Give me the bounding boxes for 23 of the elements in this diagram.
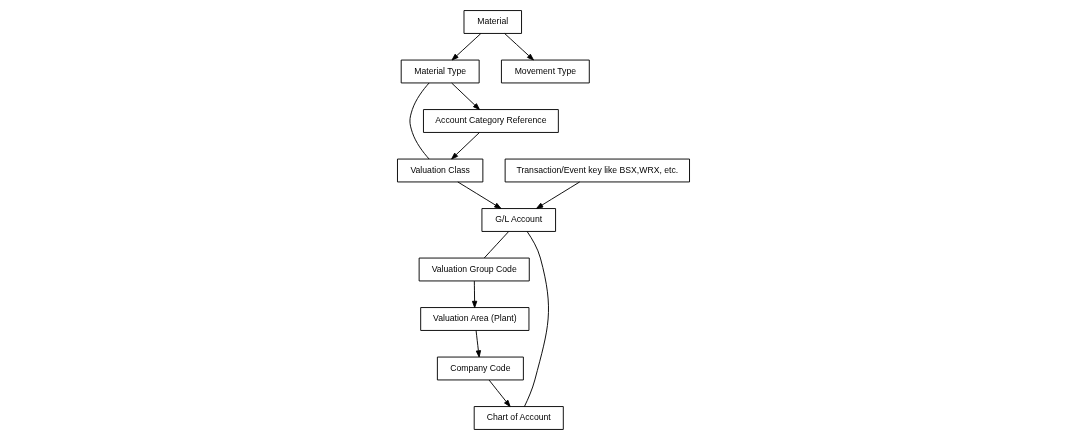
arrow — [503, 33, 534, 61]
node-box: Company Code — [436, 356, 524, 381]
node-box: Transaction/Event key like BSX,WRX, etc. — [504, 158, 690, 183]
connector — [483, 231, 509, 259]
node-box: G/L Account — [480, 208, 556, 232]
arrow — [451, 33, 481, 61]
node-box: Material — [463, 10, 522, 34]
node-box: Material Type — [400, 59, 480, 84]
arrow — [450, 82, 480, 110]
node-box: Account Category Reference — [422, 109, 559, 133]
connector — [523, 231, 549, 407]
node-box: Valuation Group Code — [418, 257, 530, 282]
node-box: Valuation Area (Plant) — [419, 307, 529, 331]
node-box: Movement Type — [500, 59, 590, 84]
arrow — [475, 330, 481, 358]
arrow — [471, 280, 477, 308]
arrow — [456, 181, 501, 209]
arrow — [535, 181, 580, 209]
arrow — [488, 379, 511, 407]
node-box: Valuation Class — [396, 158, 483, 183]
node-box: Chart of Account — [473, 406, 564, 430]
connector — [408, 82, 430, 160]
arrow — [450, 132, 480, 160]
